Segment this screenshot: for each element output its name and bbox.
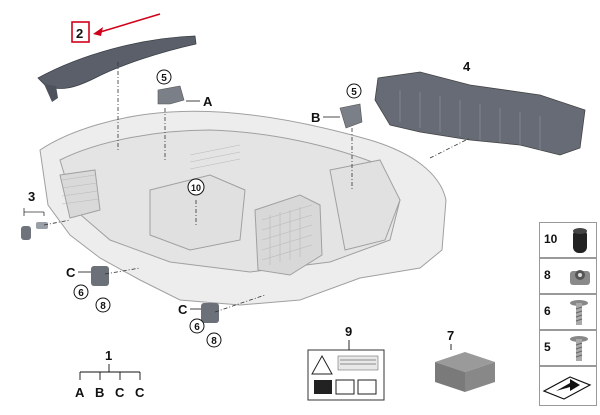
svg-text:1: 1 — [105, 348, 112, 363]
adjuster-part-3[interactable] — [21, 222, 48, 240]
sidebar-item-5[interactable]: 5 — [539, 330, 597, 366]
screw-icon — [570, 336, 588, 361]
callout-8b: 8 — [206, 332, 222, 348]
clip-c2[interactable] — [201, 303, 219, 323]
highlight-arrow — [96, 13, 161, 34]
svg-text:8: 8 — [211, 336, 217, 347]
leader-lines — [43, 62, 471, 313]
svg-text:6: 6 — [194, 322, 200, 333]
svg-text:8: 8 — [100, 301, 106, 312]
callout-9: 9 — [345, 324, 352, 339]
label-A: A — [203, 94, 213, 109]
callout-4: 4 — [463, 59, 471, 74]
svg-text:5: 5 — [351, 87, 357, 98]
svg-text:6: 6 — [78, 288, 84, 299]
callout-3-bracket — [23, 208, 45, 216]
callout-8a: 8 — [95, 297, 111, 313]
bracket-5a[interactable] — [157, 85, 185, 105]
sidebar-item-6[interactable]: 6 — [539, 294, 597, 330]
svg-text:C: C — [115, 385, 125, 400]
sidebar-next-button[interactable] — [539, 366, 597, 406]
callout-3: 3 — [28, 189, 35, 204]
bracket-5b[interactable] — [339, 103, 363, 129]
clip-nut-icon — [570, 270, 590, 285]
label-C2: C — [178, 302, 188, 317]
svg-text:A: A — [75, 385, 85, 400]
assembly-tree: 1 A B C C — [75, 348, 145, 400]
label-B: B — [311, 110, 320, 125]
sidebar-item-8[interactable]: 8 — [539, 258, 597, 294]
label-C1: C — [66, 265, 76, 280]
callout-6b: 6 — [189, 318, 205, 334]
callout-5a: 5 — [156, 69, 172, 85]
bin-icon — [357, 379, 377, 395]
clip-c1[interactable] — [91, 266, 109, 286]
heat-sink-grid — [61, 144, 313, 265]
rubber-grommet-icon — [573, 228, 587, 253]
headlight-housing — [39, 110, 447, 306]
callout-10: 10 — [187, 178, 205, 196]
callout-7: 7 — [447, 328, 454, 343]
callout-6a: 6 — [73, 284, 89, 300]
next-arrow-icon — [542, 376, 592, 400]
laser-warning-icon — [311, 354, 333, 375]
book-icon — [335, 379, 355, 395]
callout-5b: 5 — [346, 83, 362, 99]
highlight-box — [71, 21, 90, 43]
highlight-arrowhead — [93, 27, 103, 36]
cover-part-2[interactable] — [37, 35, 197, 89]
laser-symbol-icon — [314, 380, 332, 394]
warning-label-part-9[interactable] — [307, 349, 385, 401]
callout-2: 2 — [76, 26, 83, 41]
svg-text:B: B — [95, 385, 104, 400]
bracket-ribs — [399, 90, 541, 150]
screw-icon — [570, 300, 588, 325]
svg-text:C: C — [135, 385, 145, 400]
package-part-7[interactable] — [435, 352, 495, 392]
svg-text:10: 10 — [191, 183, 201, 193]
sidebar-item-10[interactable]: 10 — [539, 222, 597, 258]
svg-text:5: 5 — [161, 73, 167, 84]
cover-tab — [44, 84, 58, 102]
